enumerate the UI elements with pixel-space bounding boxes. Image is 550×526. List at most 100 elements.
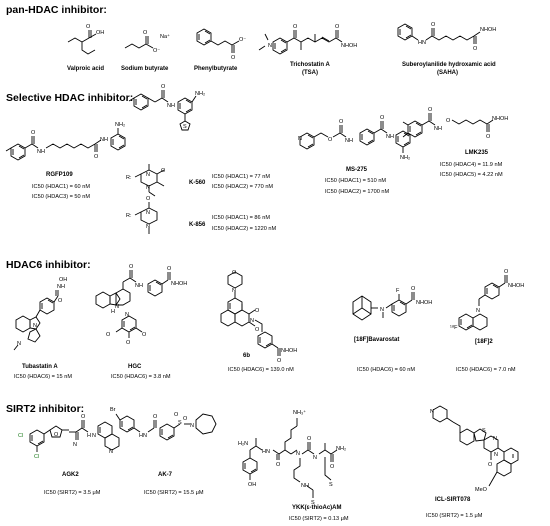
ic50-agk2: IC50 (SIRT2) = 3.5 μM bbox=[44, 490, 101, 496]
compound-abbr-saha: (SAHA) bbox=[437, 70, 458, 76]
svg-text:NH₂: NH₂ bbox=[195, 91, 205, 97]
svg-text:N: N bbox=[494, 452, 498, 458]
svg-text:NH: NH bbox=[434, 126, 442, 132]
svg-text:O: O bbox=[54, 432, 59, 438]
ic50-lmk235-hdac5: IC50 (HDAC5) = 4.22 nM bbox=[440, 172, 503, 178]
compound-name-hgc: HGC bbox=[128, 364, 142, 370]
svg-text:NH₂: NH₂ bbox=[400, 155, 410, 161]
svg-text:O: O bbox=[142, 332, 147, 338]
svg-text:O: O bbox=[126, 340, 131, 346]
compound-name-tubastatin-a: Tubastatin A bbox=[22, 364, 58, 370]
compound-name-bavarostat: [18F]Bavarostat bbox=[354, 337, 400, 343]
svg-text:O: O bbox=[94, 154, 99, 160]
svg-text:O: O bbox=[161, 168, 166, 174]
section-header-selective-hdac: Selective HDAC inhibitor: bbox=[6, 92, 134, 104]
svg-text:HN: HN bbox=[262, 449, 270, 455]
structure-sodium-butyrate: O O⁻ Na⁺ bbox=[124, 30, 170, 54]
ic50-icl-sirt078: IC50 (SIRT2) = 1.5 μM bbox=[426, 513, 483, 519]
svg-text:NHOH: NHOH bbox=[416, 300, 432, 306]
svg-text:O: O bbox=[504, 269, 509, 275]
compound-name-icl-sirt078: ICL-SIRT078 bbox=[435, 497, 471, 503]
svg-text:Br: Br bbox=[110, 407, 116, 413]
svg-text:O: O bbox=[276, 462, 281, 468]
svg-text:O: O bbox=[58, 298, 63, 304]
ic50-k560-hdac2: IC50 (HDAC2) = 770 nM bbox=[212, 184, 274, 190]
svg-text:O: O bbox=[161, 84, 166, 90]
ic50-tubastatin-a: IC50 (HDAC6) = 15 nM bbox=[14, 374, 72, 380]
svg-text:N: N bbox=[380, 307, 384, 313]
ic50-hgc: IC50 (HDAC6) = 3.8 nM bbox=[111, 374, 171, 380]
compound-name-ms275: MS-275 bbox=[346, 167, 368, 173]
ic50-k856-hdac2: IC50 (HDAC2) = 1220 nM bbox=[212, 226, 277, 232]
svg-text:N: N bbox=[296, 451, 300, 457]
structure-k856: R: N N O bbox=[126, 196, 158, 234]
svg-text:O: O bbox=[428, 107, 433, 113]
svg-text:¹⁸F: ¹⁸F bbox=[450, 324, 458, 331]
svg-text:OH: OH bbox=[96, 30, 104, 36]
svg-text:O⁻: O⁻ bbox=[153, 48, 160, 54]
section-header-pan-hdac: pan-HDAC inhibitor: bbox=[6, 4, 107, 16]
svg-text:O: O bbox=[335, 24, 340, 30]
structure-valproic-acid: O OH bbox=[67, 24, 104, 55]
svg-text:N: N bbox=[493, 436, 497, 442]
svg-text:N: N bbox=[430, 409, 434, 415]
ic50-bavarostat: IC50 (HDAC6) = 60 nM bbox=[357, 367, 415, 373]
compound-name-sodium-butyrate: Sodium butyrate bbox=[121, 66, 169, 72]
structure-6b: O N O O N O NHOH bbox=[220, 270, 297, 364]
svg-text:N: N bbox=[146, 210, 150, 216]
svg-text:N: N bbox=[109, 449, 113, 455]
svg-text:NH: NH bbox=[135, 283, 143, 289]
svg-text:H₂N: H₂N bbox=[238, 441, 248, 447]
svg-text:O: O bbox=[86, 24, 91, 30]
compound-name-ak7: AK-7 bbox=[158, 472, 173, 478]
compound-name-k560: K-560 bbox=[189, 180, 206, 186]
svg-text:O: O bbox=[330, 464, 335, 470]
svg-text:O: O bbox=[183, 416, 188, 422]
svg-text:S: S bbox=[482, 428, 486, 434]
ic50-rgfp109-hdac3: IC50 (HDAC3) = 50 nM bbox=[32, 194, 90, 200]
svg-text:N: N bbox=[190, 423, 194, 429]
svg-text:N: N bbox=[33, 323, 37, 329]
svg-text:O: O bbox=[446, 118, 451, 124]
compound-name-phenylbutyrate: Phenylbutyrate bbox=[194, 66, 238, 72]
svg-text:S: S bbox=[178, 420, 182, 426]
structure-trichostatin-a: N O O NHOH bbox=[258, 24, 357, 55]
svg-text:O: O bbox=[232, 270, 237, 276]
compound-name-f2: [18F]2 bbox=[475, 339, 493, 345]
svg-text:O: O bbox=[339, 119, 344, 125]
svg-text:MeO: MeO bbox=[475, 487, 488, 493]
svg-text:OH: OH bbox=[248, 482, 256, 488]
compound-name-k856: K-856 bbox=[189, 222, 206, 228]
structure-ak7: Br HN O S O O N bbox=[110, 407, 217, 441]
svg-text:O: O bbox=[277, 358, 282, 364]
svg-text:N: N bbox=[313, 455, 317, 461]
svg-text:O: O bbox=[231, 55, 236, 61]
svg-text:S: S bbox=[329, 482, 333, 488]
compound-abbr-tsa: (TSA) bbox=[302, 70, 318, 76]
svg-text:O: O bbox=[411, 286, 416, 292]
ic50-rgfp109-hdac1: IC50 (HDAC1) = 60 nM bbox=[32, 184, 90, 190]
svg-text:O: O bbox=[488, 462, 493, 468]
structure-bavarostat: N F O NHOH bbox=[352, 286, 432, 321]
ic50-ak7: IC50 (SIRT2) = 15.5 μM bbox=[144, 490, 204, 496]
svg-text:R:: R: bbox=[126, 213, 132, 219]
ic50-ms275-hdac2: IC50 (HDAC2) = 1700 nM bbox=[325, 189, 390, 195]
svg-text:O: O bbox=[31, 130, 36, 136]
svg-text:HN: HN bbox=[139, 433, 147, 439]
svg-text:H: H bbox=[87, 433, 91, 439]
svg-text:O: O bbox=[293, 24, 298, 30]
svg-text:N: N bbox=[298, 136, 302, 142]
structure-agk2: Cl Cl O N O H N N bbox=[18, 414, 120, 460]
svg-text:O: O bbox=[81, 414, 86, 420]
section-header-hdac6: HDAC6 inhibitor: bbox=[6, 259, 91, 271]
svg-text:O: O bbox=[431, 22, 436, 28]
svg-text:NHOH: NHOH bbox=[281, 348, 297, 354]
svg-text:F: F bbox=[396, 288, 400, 294]
ic50-ykk: IC50 (SIRT2) = 0.13 μM bbox=[289, 516, 349, 522]
svg-text:O: O bbox=[153, 414, 158, 420]
svg-text:NHOH: NHOH bbox=[480, 27, 496, 33]
svg-text:N: N bbox=[268, 43, 272, 49]
svg-text:R:: R: bbox=[126, 175, 132, 181]
structure-f2: O NHOH N ¹⁸F bbox=[450, 269, 524, 331]
